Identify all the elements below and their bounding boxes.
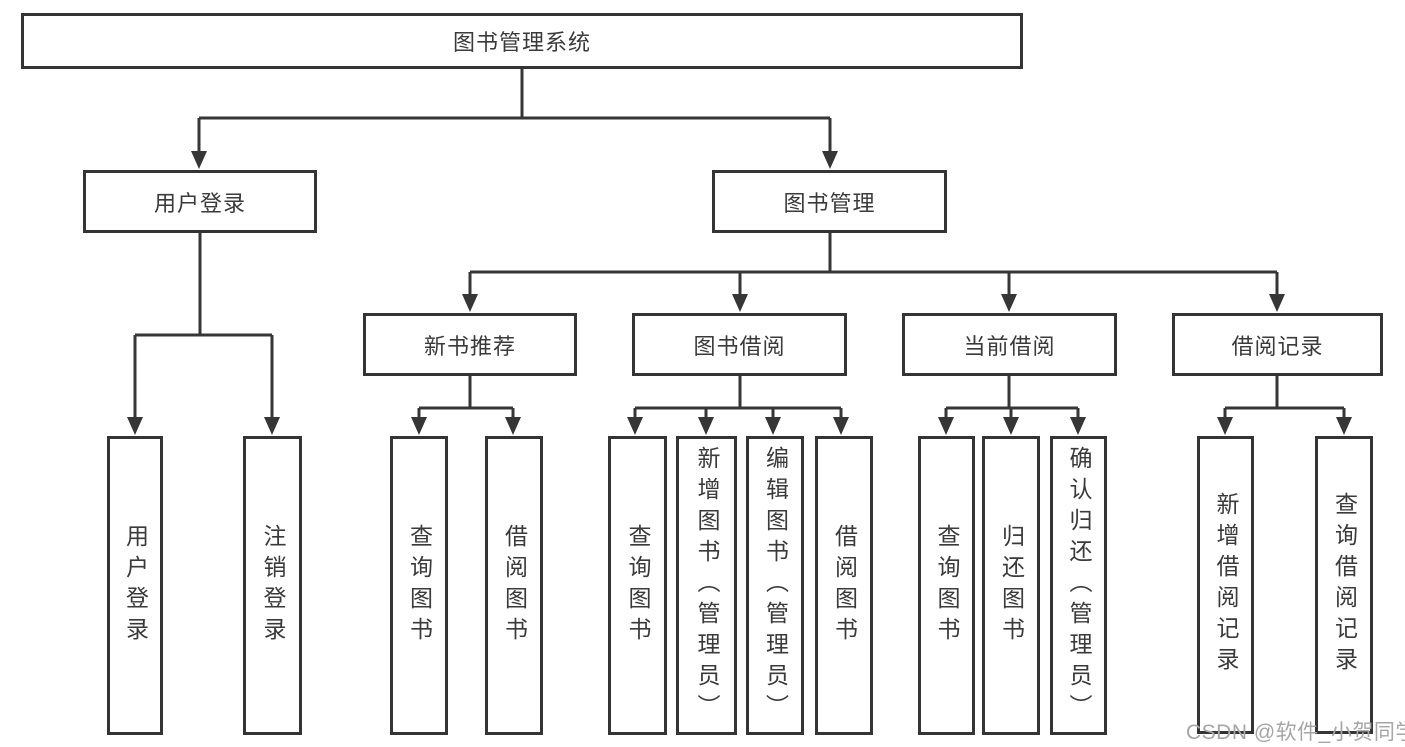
- watermark: CSDN @软件_小贺同学: [1186, 721, 1405, 744]
- node-leaf-logout: 注销登录: [243, 436, 302, 735]
- node-leaf-borrow-book-recommend: 借阅图书: [485, 436, 543, 735]
- node-leaf-query-book-borrow: 查询图书: [608, 436, 667, 735]
- node-leaf-return-book: 归还图书: [982, 436, 1040, 735]
- node-current-borrow: 当前借阅: [902, 313, 1117, 376]
- node-library-system: 图书管理系统: [21, 13, 1023, 69]
- node-leaf-add-borrow-record: 新增借阅记录: [1197, 436, 1254, 734]
- node-borrow-records: 借阅记录: [1172, 313, 1383, 376]
- node-new-book-recommend: 新书推荐: [363, 313, 577, 376]
- node-leaf-confirm-return-admin: 确认归还（管理员）: [1050, 436, 1107, 735]
- node-user-login: 用户登录: [83, 170, 317, 233]
- node-leaf-query-borrow-record: 查询借阅记录: [1315, 436, 1373, 734]
- node-leaf-query-book-current: 查询图书: [918, 436, 975, 735]
- node-leaf-user-login: 用户登录: [107, 436, 163, 735]
- node-leaf-add-book-admin: 新增图书（管理员）: [676, 436, 737, 735]
- node-book-borrow: 图书借阅: [632, 313, 847, 376]
- node-leaf-query-book-recommend: 查询图书: [390, 436, 448, 735]
- node-leaf-edit-book-admin: 编辑图书（管理员）: [746, 436, 804, 735]
- node-book-management: 图书管理: [712, 170, 947, 233]
- node-leaf-borrow-book: 借阅图书: [815, 436, 873, 735]
